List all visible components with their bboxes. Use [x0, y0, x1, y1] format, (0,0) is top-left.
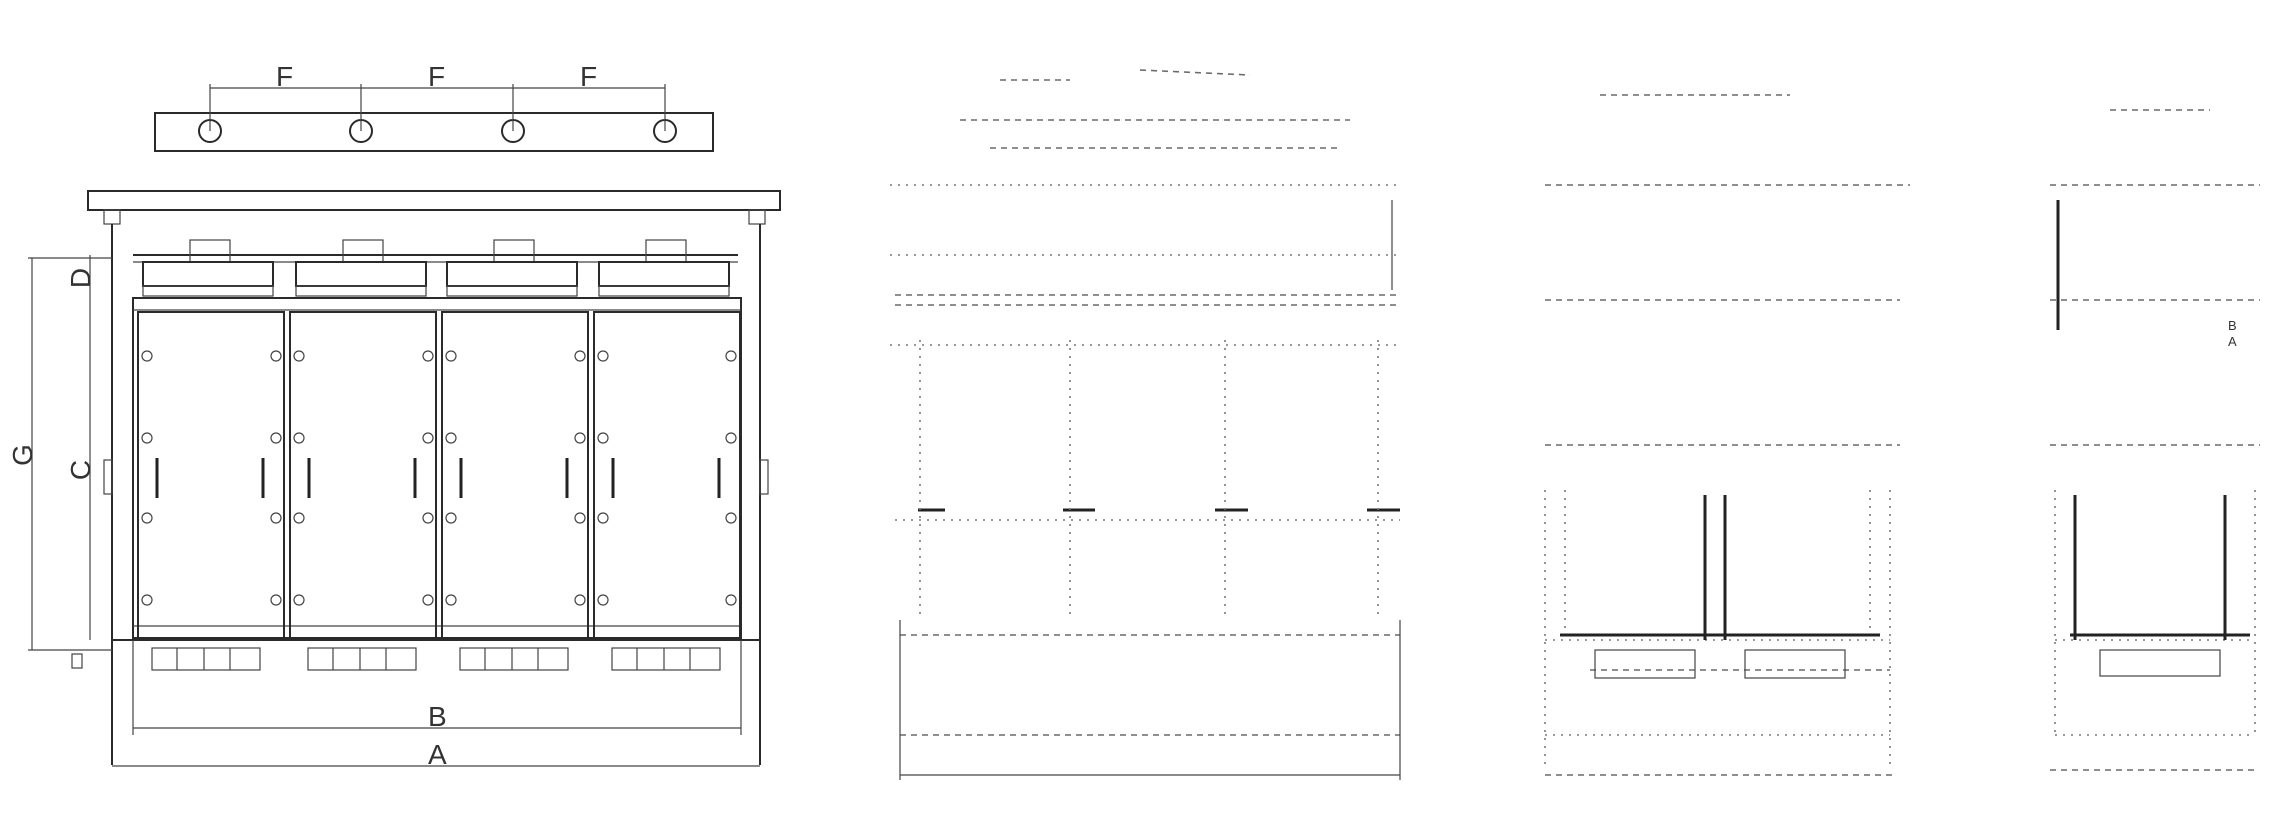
dim-label-f-3: F	[580, 61, 597, 92]
dim-label-a: A	[428, 739, 447, 770]
dim-label-f-2: F	[428, 61, 445, 92]
bushing-box-3	[446, 239, 578, 297]
dimensions: B A G D C	[7, 255, 760, 770]
roof	[87, 190, 781, 225]
top-equipment	[133, 239, 738, 297]
side-view-label-a: A	[2228, 334, 2237, 349]
top-plan-bar: F F F	[154, 61, 714, 152]
bushing-box-1	[142, 239, 274, 297]
front-view: F F F	[7, 61, 781, 770]
doors	[137, 311, 741, 641]
dim-label-d: D	[65, 268, 96, 288]
fragment-view-2	[1544, 94, 1910, 776]
fragment-view-1	[890, 69, 1401, 780]
dim-label-b: B	[428, 701, 447, 732]
base	[71, 639, 760, 671]
fragment-view-3: B A	[2050, 109, 2260, 771]
side-view-label-b: B	[2228, 318, 2237, 333]
dim-label-g: G	[7, 444, 38, 466]
bushing-box-2	[295, 239, 427, 297]
dim-label-f-1: F	[276, 61, 293, 92]
bushing-box-4	[598, 239, 730, 297]
dim-label-c: C	[65, 460, 96, 480]
